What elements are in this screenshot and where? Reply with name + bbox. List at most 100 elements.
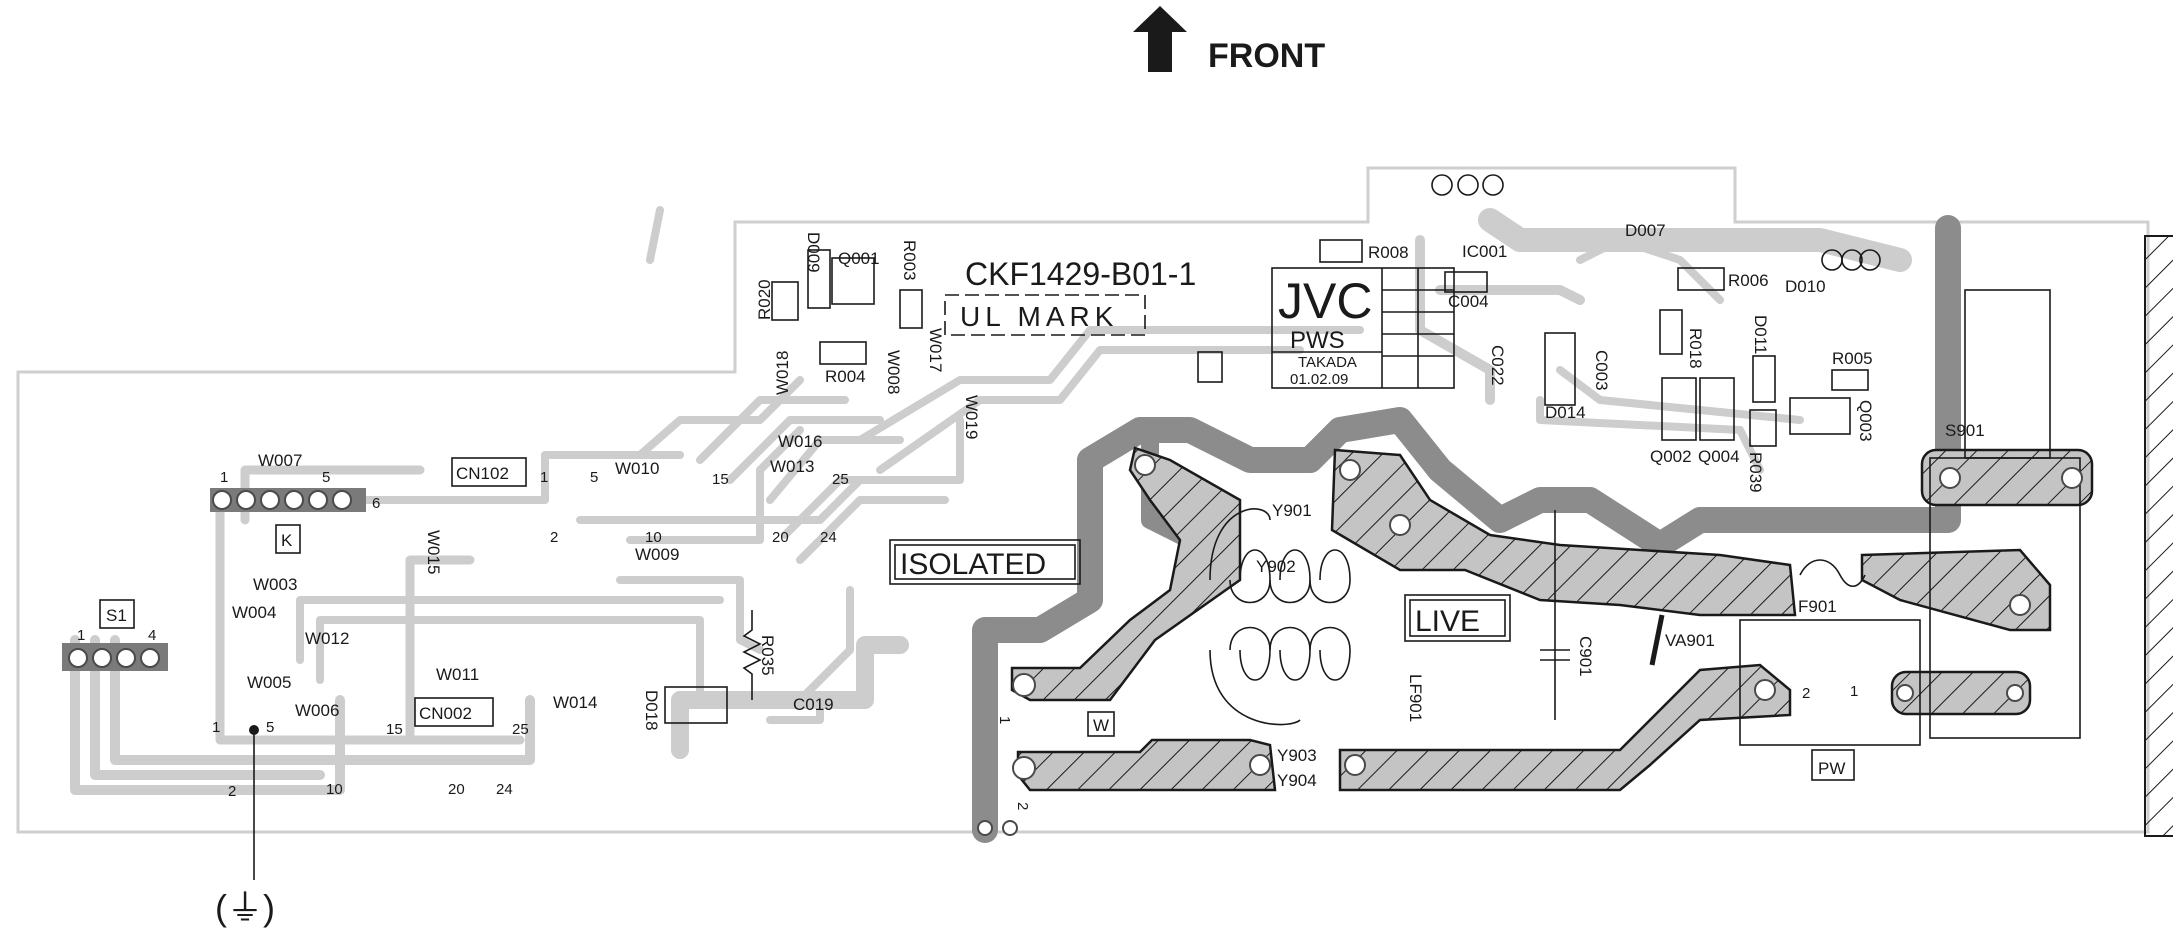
label-w012: W012 xyxy=(305,629,349,648)
label-w005: W005 xyxy=(247,673,291,692)
s1-connector-pads xyxy=(68,648,160,668)
pin-cn002-1: 1 xyxy=(212,719,220,736)
label-k: K xyxy=(281,531,293,550)
pin-cn102-20: 20 xyxy=(772,529,789,546)
pin-labels: 1 5 6 1 4 1 2 5 10 15 20 24 25 1 2 5 10 … xyxy=(77,469,1858,810)
pin-cn002-24: 24 xyxy=(496,781,513,798)
pin-k6: 6 xyxy=(372,495,380,512)
label-r018: R018 xyxy=(1686,328,1705,369)
pin-pw-2: 2 xyxy=(1802,685,1810,702)
label-w: W xyxy=(1093,716,1109,735)
label-y903: Y903 xyxy=(1277,746,1317,765)
isolated-label: ISOLATED xyxy=(900,548,1046,581)
label-w006: W006 xyxy=(295,701,339,720)
label-w019: W019 xyxy=(962,395,981,439)
label-r035: R035 xyxy=(758,635,777,676)
live-label: LIVE xyxy=(1415,605,1480,638)
pin-cn002-10: 10 xyxy=(326,781,343,798)
label-f901: F901 xyxy=(1798,597,1837,616)
label-w015: W015 xyxy=(424,530,443,574)
label-w009: W009 xyxy=(635,545,679,564)
label-w003: W003 xyxy=(253,575,297,594)
model-label: PWS xyxy=(1290,327,1345,354)
label-r003: R003 xyxy=(900,240,919,281)
label-w007: W007 xyxy=(258,451,302,470)
label-cn102: CN102 xyxy=(456,464,509,483)
pin-cn102-10: 10 xyxy=(645,529,662,546)
pin-s1-1: 1 xyxy=(77,627,85,644)
pin-pw-1: 1 xyxy=(1850,683,1858,700)
front-label: FRONT xyxy=(1208,37,1325,75)
label-y901: Y901 xyxy=(1272,501,1312,520)
label-c003: C003 xyxy=(1592,350,1611,391)
label-r006: R006 xyxy=(1728,271,1769,290)
label-va901: VA901 xyxy=(1665,631,1715,650)
part-number: CKF1429-B01-1 xyxy=(965,256,1196,292)
label-d009: D009 xyxy=(804,232,823,273)
component-labels: R008 IC001 D007 R006 D010 C004 C022 R018… xyxy=(106,221,1985,790)
pin-cn102-25: 25 xyxy=(832,471,849,488)
ul-mark-label: UL MARK xyxy=(960,301,1118,332)
power-pads xyxy=(977,454,2083,836)
pin-cn002-2: 2 xyxy=(228,783,236,800)
pin-w-1: 1 xyxy=(996,716,1013,724)
label-r004: R004 xyxy=(825,367,866,386)
label-w017: W017 xyxy=(926,328,945,372)
pin-cn002-25: 25 xyxy=(512,721,529,738)
label-ic001: IC001 xyxy=(1462,242,1507,261)
label-y902: Y902 xyxy=(1256,557,1296,576)
pin-cn002-5: 5 xyxy=(266,719,274,736)
label-c022: C022 xyxy=(1488,345,1507,386)
pin-cn002-20: 20 xyxy=(448,781,465,798)
signal-traces xyxy=(70,206,1912,795)
pin-cn102-24: 24 xyxy=(820,529,837,546)
label-w011: W011 xyxy=(436,665,479,684)
ground-symbol: (⏚) xyxy=(215,887,275,928)
label-d010: D010 xyxy=(1785,277,1826,296)
label-q002: Q002 xyxy=(1650,447,1692,466)
label-r039: R039 xyxy=(1746,452,1765,493)
label-lf901: LF901 xyxy=(1406,674,1425,722)
label-s1: S1 xyxy=(106,606,127,625)
label-d014: D014 xyxy=(1545,403,1586,422)
label-r020: R020 xyxy=(755,279,774,320)
label-w013: W013 xyxy=(770,457,814,476)
pin-cn002-15: 15 xyxy=(386,721,403,738)
chassis-wall xyxy=(2144,235,2173,837)
pin-s1-4: 4 xyxy=(148,627,156,644)
label-r008: R008 xyxy=(1368,243,1409,262)
pin-cn102-15: 15 xyxy=(712,471,729,488)
label-y904: Y904 xyxy=(1277,771,1317,790)
label-q003: Q003 xyxy=(1856,400,1875,442)
front-indicator: FRONT xyxy=(1133,6,1325,75)
label-w008: W008 xyxy=(884,350,903,394)
pin-w-2: 2 xyxy=(1014,802,1031,810)
label-w004: W004 xyxy=(232,603,276,622)
label-c901: C901 xyxy=(1576,636,1595,677)
pin-cn102-2: 2 xyxy=(550,529,558,546)
label-d011: D011 xyxy=(1751,315,1770,354)
front-arrow-icon xyxy=(1133,6,1187,72)
label-w014: W014 xyxy=(553,693,597,712)
label-s901: S901 xyxy=(1945,421,1985,440)
label-d007: D007 xyxy=(1625,221,1666,240)
pin-cn102-5: 5 xyxy=(590,469,598,486)
live-copper xyxy=(1010,446,2094,792)
label-d018: D018 xyxy=(642,690,661,731)
pin-k1: 1 xyxy=(220,469,228,486)
label-q001: Q001 xyxy=(838,249,880,268)
maker-label: TAKADA xyxy=(1298,354,1357,371)
k-connector-pads xyxy=(212,490,352,510)
label-w018: W018 xyxy=(773,351,792,395)
pin-cn102-1: 1 xyxy=(540,469,548,486)
date-label: 01.02.09 xyxy=(1290,371,1348,388)
label-q004: Q004 xyxy=(1698,447,1740,466)
label-w016: W016 xyxy=(778,432,822,451)
jvc-logo: JVC xyxy=(1278,273,1372,329)
label-cn002: CN002 xyxy=(419,704,472,723)
label-r005: R005 xyxy=(1832,349,1873,368)
label-w010: W010 xyxy=(615,459,659,478)
label-c019: C019 xyxy=(793,695,834,714)
label-pw: PW xyxy=(1818,759,1845,778)
